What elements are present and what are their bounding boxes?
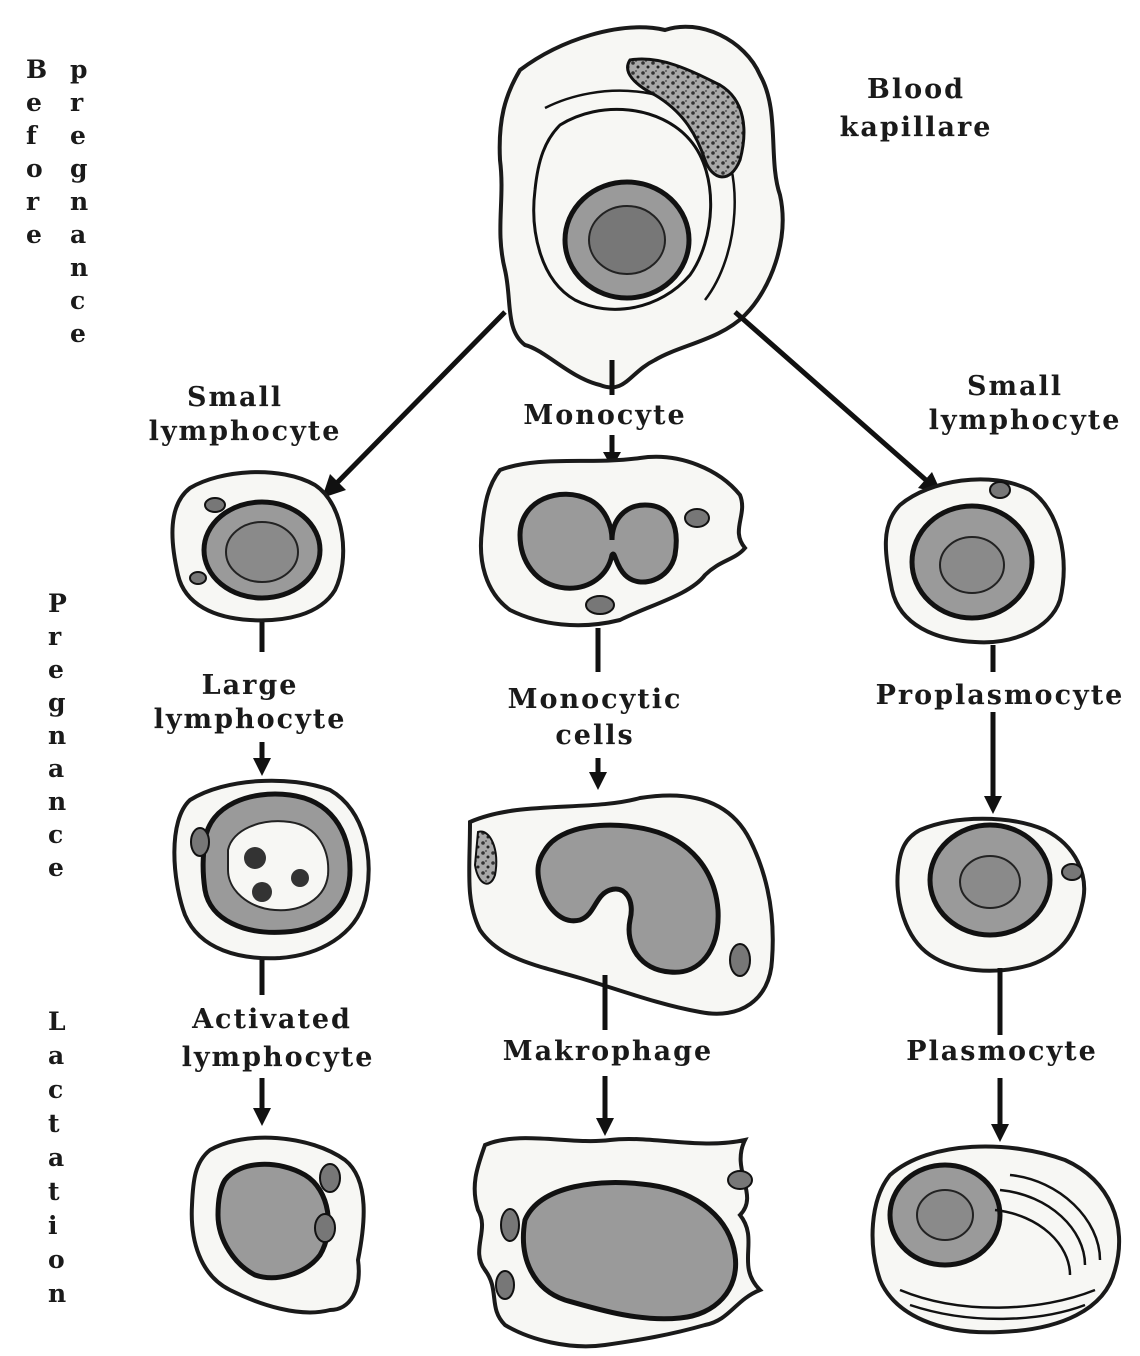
col2-top-label: Monocyte — [523, 400, 686, 431]
col2-mid-label-line2: cells — [555, 720, 634, 751]
col1-top-label-line1: Small — [187, 382, 283, 413]
small-lymphocyte-cell-right — [886, 479, 1064, 642]
monocyte-cell — [481, 457, 745, 625]
stage-label-before-right: p r e g n a n c e — [70, 55, 97, 348]
col2-bottom-label: Makrophage — [503, 1036, 713, 1067]
stage-label-before: B e f o r e p r e g n a n c e — [26, 55, 97, 348]
activated-lymphocyte-cell — [192, 1138, 364, 1313]
col1-bottom-label-line2: lymphocyte — [182, 1042, 375, 1073]
col3-bottom-label: Plasmocyte — [906, 1036, 1098, 1067]
col3-top-label-line2: lymphocyte — [929, 405, 1122, 436]
monocytic-cell — [469, 795, 773, 1013]
stage-label-lactation: L a c t a t i o n — [48, 1007, 74, 1308]
col1-top-label-line2: lymphocyte — [149, 416, 342, 447]
col1-mid-label-line2: lymphocyte — [154, 704, 347, 735]
col3-mid-label: Proplasmocyte — [876, 680, 1125, 711]
col1-bottom-label-line1: Activated — [191, 1004, 352, 1035]
blood-capillary-cell — [500, 27, 783, 388]
arrow-to-right-column — [735, 312, 942, 494]
col3-top-label-line1: Small — [967, 371, 1063, 402]
small-lymphocyte-cell-left — [172, 472, 343, 620]
makrophage-cell — [475, 1138, 760, 1346]
large-lymphocyte-cell — [174, 781, 368, 959]
top-cell-label-line2: kapillare — [840, 112, 993, 143]
col2-mid-label-line1: Monocytic — [508, 684, 683, 715]
stage-label-before-left: B e f o r e — [26, 55, 56, 249]
stage-label-pregnance: P r e g n a n c e — [48, 589, 76, 882]
col1-mid-label-line1: Large — [202, 670, 299, 701]
top-cell-label-line1: Blood — [867, 74, 965, 105]
arrow-col3-row1-to-row2 — [984, 645, 1002, 814]
proplasmocyte-cell — [897, 819, 1084, 971]
arrow-to-left-column — [322, 312, 505, 498]
plasmocyte-cell — [873, 1146, 1120, 1332]
